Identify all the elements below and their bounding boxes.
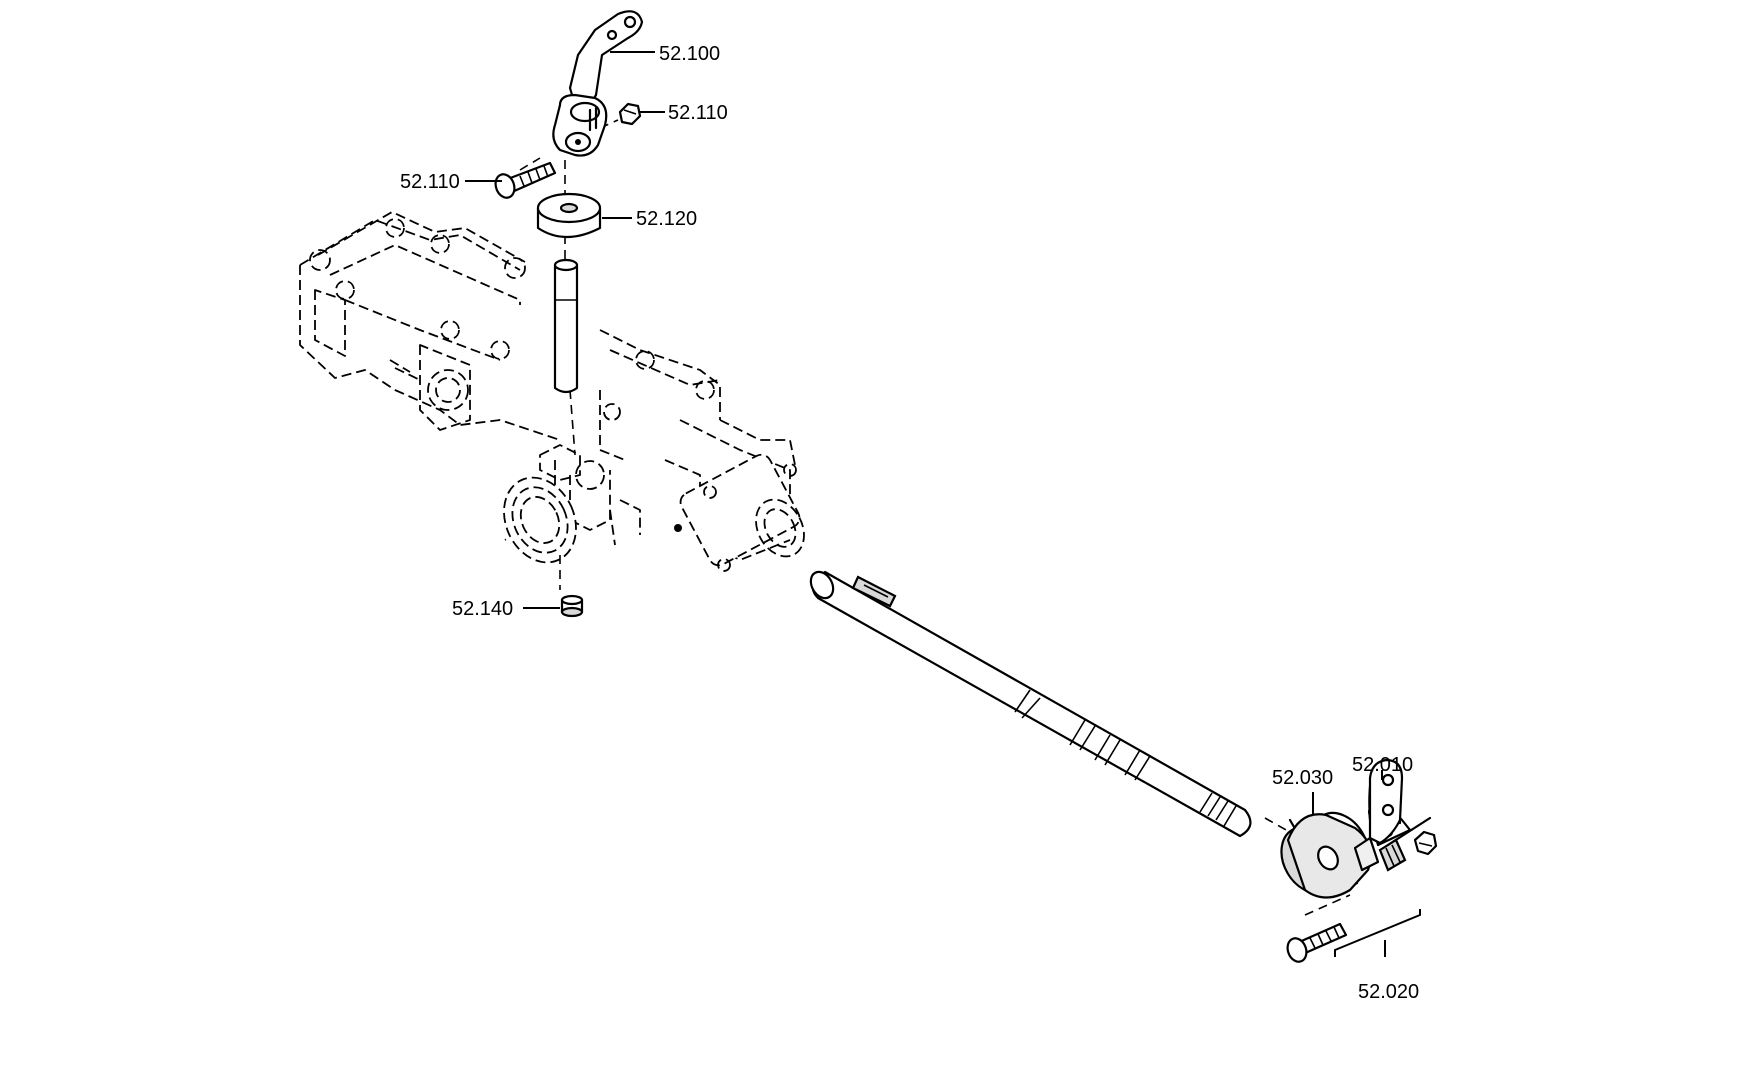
callout-52-100: 52.100: [659, 43, 720, 65]
callout-52-010: 52.010: [1352, 754, 1413, 776]
bolt-52-020: [1286, 922, 1348, 963]
roller-52-030: [1280, 811, 1373, 899]
callout-52-110-nut: 52.110: [668, 102, 728, 124]
nut-52-020: [1413, 830, 1438, 856]
callout-52-140: 52.140: [452, 598, 513, 620]
shift-pin: [553, 258, 579, 394]
assembly-axis-lines: [519, 119, 1376, 916]
bushing-52-120: [536, 192, 602, 238]
nut-52-110: [618, 102, 642, 126]
callout-52-020: 52.020: [1358, 981, 1419, 1003]
lever-52-010-plate: [1353, 758, 1407, 872]
housing-ghost: [299, 211, 805, 572]
bolt-52-110: [494, 161, 557, 199]
callout-52-120: 52.120: [636, 208, 697, 230]
callout-52-110-bolt: 52.110: [400, 171, 460, 193]
leader-lines: [465, 51, 1421, 957]
shift-shaft: [809, 570, 1252, 838]
lever-52-100: [552, 10, 644, 157]
callout-52-030: 52.030: [1272, 767, 1333, 789]
callout-labels: 52.100 52.110 52.110 52.120 52.140 52.03…: [400, 43, 1419, 1003]
plug-52-140: [560, 594, 584, 618]
